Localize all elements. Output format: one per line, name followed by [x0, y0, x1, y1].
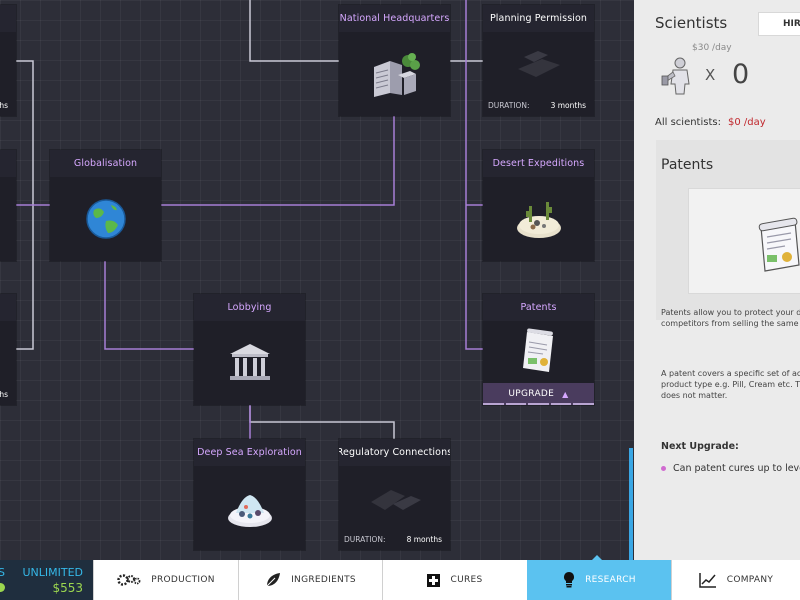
node-title: Deep Sea Exploration: [194, 439, 305, 466]
all-scientists-cost: $0 /day: [728, 117, 766, 128]
tree-link: [161, 116, 395, 206]
bullet-dot: [661, 466, 666, 471]
research-node-globalisation[interactable]: Globalisation: [50, 150, 161, 261]
desert-island-icon: [516, 202, 561, 238]
research-node-offscreen-top[interactable]: nths: [0, 5, 16, 116]
research-node-lobbying[interactable]: Lobbying: [194, 294, 305, 405]
gears-icon: [117, 574, 141, 586]
research-node-patents[interactable]: Patents UPGRADE ▲: [483, 294, 594, 405]
tree-link: [249, 0, 339, 62]
budget-mode: UNLIMITED: [22, 566, 83, 579]
leaf-icon: [266, 573, 281, 587]
tree-link: [249, 405, 395, 439]
node-title: Globalisation: [50, 150, 161, 177]
cash-amount: $553: [52, 581, 83, 595]
scientists-title: Scientists: [655, 14, 728, 32]
duration-value: 3 months: [550, 101, 586, 110]
duration-label: DURATION:: [344, 535, 386, 544]
scientist-count: 0: [732, 59, 750, 90]
chart-icon: [699, 573, 716, 588]
tab-label: PRODUCTION: [151, 575, 215, 585]
upgrade-progress-pips: [483, 403, 594, 405]
patents-illustration: [688, 188, 800, 294]
lightbulb-icon: [564, 572, 575, 588]
courthouse-icon: [229, 344, 270, 380]
duration-row: DURATION: 8 months: [344, 535, 442, 544]
node-title: National Headquarters: [339, 5, 450, 32]
patent-scroll-icon: [758, 217, 800, 272]
node-title: Lobbying: [194, 294, 305, 321]
research-tree-canvas[interactable]: nths ths Globalisation National Headquar…: [0, 0, 634, 560]
tree-link: [104, 261, 194, 350]
tab-ingredients[interactable]: INGREDIENTS: [238, 560, 382, 600]
duration-label: DURATION:: [488, 101, 530, 110]
duration-value: 8 months: [406, 535, 442, 544]
globe-icon: [85, 199, 126, 239]
upgrade-arrow-icon: ▲: [562, 389, 569, 399]
tab-research[interactable]: RESEARCH: [527, 560, 671, 600]
patents-upgrade-button[interactable]: UPGRADE ▲: [483, 383, 594, 405]
research-node-regulatory-connections[interactable]: Regulatory Connections DURATION: 8 month…: [339, 439, 450, 550]
coin-icon: [0, 583, 5, 592]
multiplier-sign: X: [705, 66, 716, 84]
panel-scroll-accent: [629, 448, 633, 560]
duration-value: nths: [0, 101, 8, 110]
duration-row: nths: [0, 101, 8, 110]
patents-description-2: A patent covers a specific set of act pr…: [661, 369, 800, 400]
research-node-national-headquarters[interactable]: National Headquarters: [339, 5, 450, 116]
node-title: Patents: [483, 294, 594, 321]
next-upgrade-text: Can patent cures up to level:: [673, 463, 800, 474]
active-tab-caret: [591, 555, 603, 561]
hire-scientist-button[interactable]: HIRE: [758, 12, 800, 36]
buildings-icon: [373, 53, 420, 97]
all-scientists-label: All scientists:: [655, 117, 721, 128]
patents-description-1: Patents allow you to protect your d comp…: [661, 308, 800, 328]
patent-scroll-icon: [522, 328, 553, 372]
node-title: Regulatory Connections: [339, 439, 450, 466]
plus-icon: [427, 573, 441, 587]
bottom-nav-bar: S UNLIMITED $553 PRODUCTION INGREDIENTS …: [0, 560, 800, 600]
tab-label: COMPANY: [726, 575, 774, 585]
tab-label: INGREDIENTS: [291, 575, 356, 585]
research-node-offscreen-middle[interactable]: [0, 150, 16, 261]
tab-company[interactable]: COMPANY: [671, 560, 800, 600]
tab-label: RESEARCH: [585, 575, 636, 585]
research-node-planning-permission[interactable]: Planning Permission DURATION: 3 months: [483, 5, 594, 116]
tab-label: CURES: [450, 575, 483, 585]
research-node-offscreen-bottom[interactable]: ths: [0, 294, 16, 405]
tree-link: [465, 0, 483, 350]
unknown-silhouette-icon: [370, 490, 421, 510]
node-title: Planning Permission: [483, 5, 594, 32]
duration-value: ths: [0, 390, 8, 399]
patents-title: Patents: [661, 157, 714, 173]
scientist-cost: $30 /day: [692, 43, 732, 53]
unknown-silhouette-icon: [517, 51, 560, 77]
sea-island-icon: [227, 495, 272, 527]
side-panel: Scientists HIRE $30 /day X 0 All scienti…: [634, 0, 800, 560]
next-upgrade-item: Can patent cures up to level:: [661, 463, 800, 474]
duration-row: DURATION: 3 months: [488, 101, 586, 110]
research-node-desert-expeditions[interactable]: Desert Expeditions: [483, 150, 594, 261]
upgrade-label: UPGRADE: [508, 389, 555, 399]
money-display: S UNLIMITED $553: [0, 560, 93, 600]
money-label-fragment: S: [0, 566, 5, 579]
tab-cures[interactable]: CURES: [382, 560, 527, 600]
duration-row: ths: [0, 390, 8, 399]
next-upgrade-heading: Next Upgrade:: [661, 441, 739, 452]
node-title: Desert Expeditions: [483, 150, 594, 177]
scientist-figure-icon: [661, 57, 690, 95]
research-node-deep-sea-exploration[interactable]: Deep Sea Exploration: [194, 439, 305, 550]
tab-production[interactable]: PRODUCTION: [93, 560, 238, 600]
research-tree-links: [0, 0, 483, 439]
